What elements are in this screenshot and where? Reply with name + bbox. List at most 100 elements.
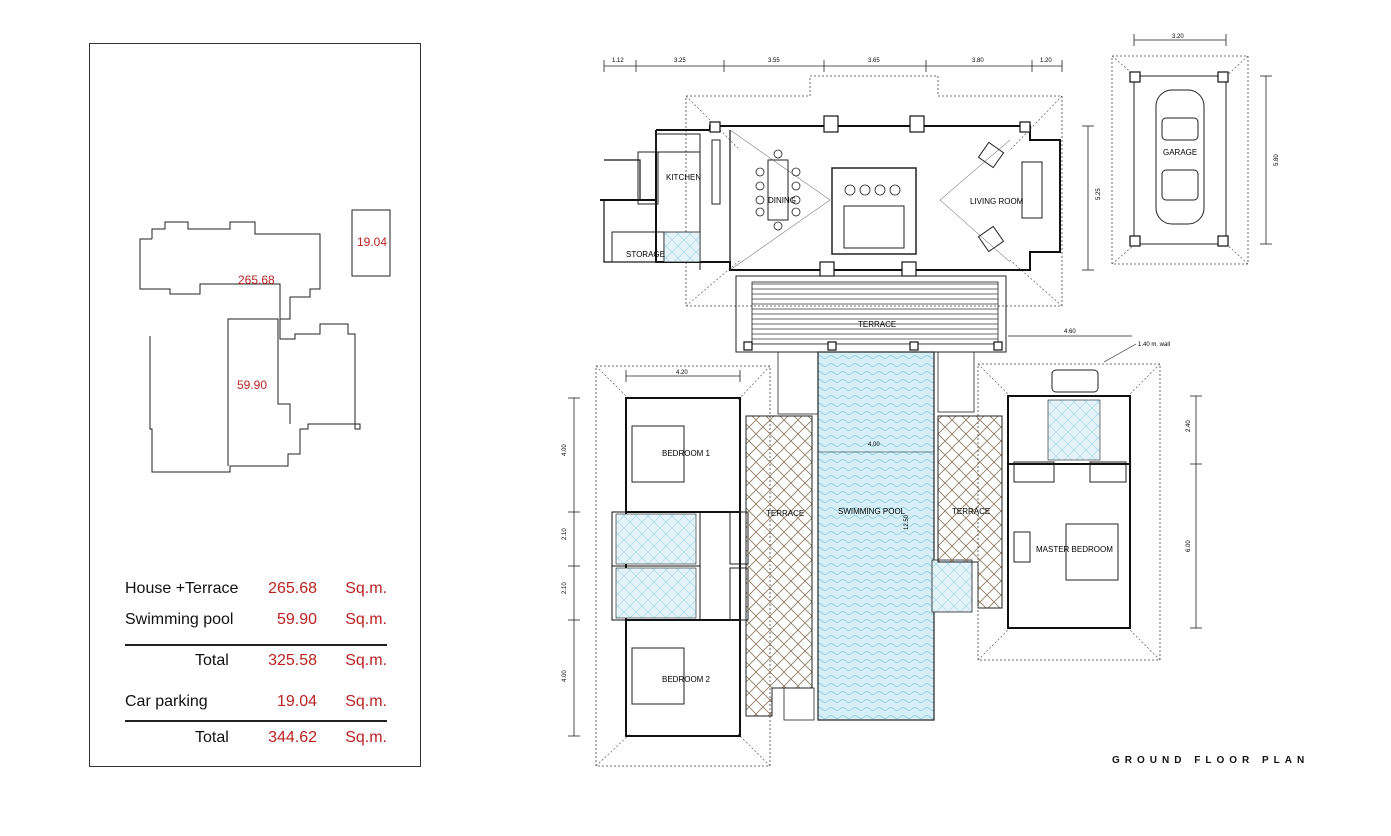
living-chair-2 [977, 225, 1005, 253]
garage-columns [1129, 71, 1229, 247]
bath-tiles-2 [615, 567, 697, 619]
footprint-diagram: 265.68 59.90 19.04 [139, 209, 391, 473]
row-swimming-pool: Swimming pool 59.90 Sq.m. [125, 611, 387, 633]
pool-outline [227, 318, 291, 466]
bedroom2-bed [631, 647, 685, 705]
dim-top-6: 1.20 [1040, 58, 1052, 64]
row-car-parking: Car parking 19.04 Sq.m. [125, 693, 387, 715]
label-pool: SWIMMING POOL [838, 507, 906, 516]
row-total-2: Total 344.62 Sq.m. [125, 729, 387, 751]
total2-value: 344.62 [268, 729, 317, 746]
dim-left-1: 4.00 [562, 444, 568, 456]
house-terrace-value: 265.68 [268, 580, 317, 597]
center-sofa [843, 205, 905, 249]
living-chair-1 [977, 141, 1005, 169]
house-terrace-label: House +Terrace [125, 580, 239, 597]
left-wing-walls [611, 397, 741, 737]
house-lower-outline [149, 319, 361, 473]
master-bed [1065, 523, 1119, 581]
label-storage: STORAGE [626, 250, 665, 259]
label-terrace-right: TERRACE [952, 507, 990, 516]
dining-table [767, 159, 789, 221]
dim-left-4: 4.00 [562, 670, 568, 682]
kitchen-island [711, 139, 721, 205]
pool-water [817, 351, 935, 721]
total2-label: Total [195, 729, 229, 746]
car-parking-label: Car parking [125, 693, 208, 710]
pool-right-steps [931, 559, 973, 613]
master-bath-tiles [1047, 399, 1101, 461]
dim-garage-height: 5.80 [1274, 154, 1280, 166]
dim-garage-width: 3.20 [1172, 34, 1184, 40]
dining-chairs [755, 149, 801, 231]
dim-right-width: 4.60 [1064, 329, 1076, 335]
garage-area-label: 19.04 [357, 235, 387, 249]
living-sofa [1021, 161, 1043, 219]
label-terrace-top: TERRACE [858, 320, 896, 329]
total2-unit: Sq.m. [345, 729, 387, 746]
note-wall: 1.40 m. wall [1138, 342, 1170, 348]
house-columns [709, 115, 1031, 277]
garage-outline [351, 209, 391, 277]
car-parking-value: 19.04 [276, 693, 317, 710]
kitchen-counter-side [637, 151, 659, 205]
top-dimension-line [603, 60, 1063, 72]
plan-title: GROUND FLOOR PLAN [1112, 755, 1310, 766]
total1-label: Total [195, 652, 229, 669]
dim-top-3: 3.55 [768, 58, 780, 64]
bath-tiles-1 [615, 513, 697, 565]
house-outline [139, 221, 321, 320]
main-roof-outline [685, 75, 1063, 307]
label-bedroom2: BEDROOM 2 [662, 675, 711, 684]
dim-right-2: 6.00 [1186, 540, 1192, 552]
house-terrace-unit: Sq.m. [345, 580, 387, 597]
label-terrace-left: TERRACE [766, 509, 804, 518]
dim-pool-width: 4.00 [868, 442, 880, 448]
pool-steps [777, 351, 819, 415]
master-closet-1 [1013, 461, 1055, 483]
dim-pool-length: 12.50 [904, 514, 910, 530]
dim-bedroom-width: 4.20 [676, 370, 688, 376]
kitchen-counter [655, 133, 701, 153]
top-terrace-deck [751, 281, 999, 345]
master-wing-walls [1007, 395, 1131, 629]
dim-house-height: 5.25 [1096, 188, 1102, 200]
label-dining: DINING [768, 196, 796, 205]
storage-bath-tiles [663, 231, 701, 263]
label-living: LIVING ROOM [970, 197, 1024, 206]
total1-value: 325.58 [268, 652, 317, 669]
pool-bottom-steps [783, 687, 815, 721]
divider-2 [125, 720, 387, 722]
house-area-label: 265.68 [238, 273, 275, 287]
label-master: MASTER BEDROOM [1036, 545, 1113, 554]
bedroom1-bed [631, 425, 685, 483]
label-bedroom1: BEDROOM 1 [662, 449, 711, 458]
label-garage: GARAGE [1163, 148, 1197, 157]
terrace-left-hatch [745, 415, 813, 717]
swimming-pool-value: 59.90 [276, 611, 317, 628]
center-block [831, 167, 917, 255]
dim-left-3: 2.10 [562, 582, 568, 594]
label-kitchen: KITCHEN [666, 173, 701, 182]
pool-area-label: 59.90 [237, 378, 267, 392]
swimming-pool-label: Swimming pool [125, 611, 234, 628]
dim-left-2: 2.10 [562, 528, 568, 540]
total1-unit: Sq.m. [345, 652, 387, 669]
divider-1 [125, 644, 387, 646]
dim-top-5: 3.80 [972, 58, 984, 64]
car-icon [1155, 89, 1205, 225]
bar-stools [844, 184, 901, 196]
swimming-pool-unit: Sq.m. [345, 611, 387, 628]
row-total-1: Total 325.58 Sq.m. [125, 652, 387, 674]
master-desk [1013, 531, 1031, 563]
car-parking-unit: Sq.m. [345, 693, 387, 710]
right-steps [937, 351, 975, 413]
row-house-terrace: House +Terrace 265.68 Sq.m. [125, 580, 387, 602]
garage-box [1133, 75, 1227, 245]
master-closet-2 [1089, 461, 1127, 483]
dim-right-1: 2.40 [1186, 420, 1192, 432]
dim-top-4: 3.65 [868, 58, 880, 64]
garage-roof-outline [1111, 55, 1249, 265]
dim-top-2: 3.25 [674, 58, 686, 64]
